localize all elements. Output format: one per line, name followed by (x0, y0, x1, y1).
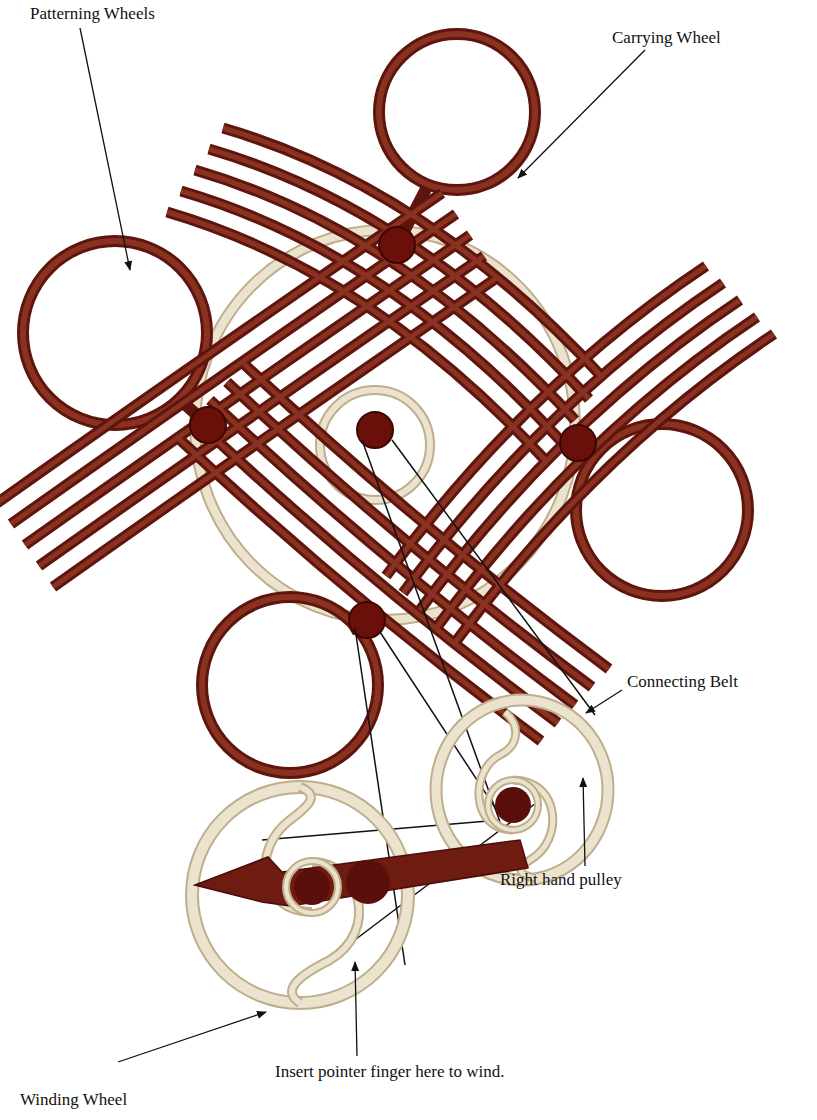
part-label: Carrying Wheel (612, 28, 721, 48)
part-label: Connecting Belt (627, 672, 738, 692)
part-label: Right hand pulley (500, 870, 622, 890)
winding-lever (195, 840, 528, 906)
instruction-note: Insert pointer finger here to wind. (275, 1062, 504, 1082)
leader-lines (80, 28, 645, 1062)
part-label: Winding Wheel (20, 1090, 127, 1110)
part-label: Patterning Wheels (30, 4, 155, 24)
winding-wheel (192, 787, 408, 1003)
